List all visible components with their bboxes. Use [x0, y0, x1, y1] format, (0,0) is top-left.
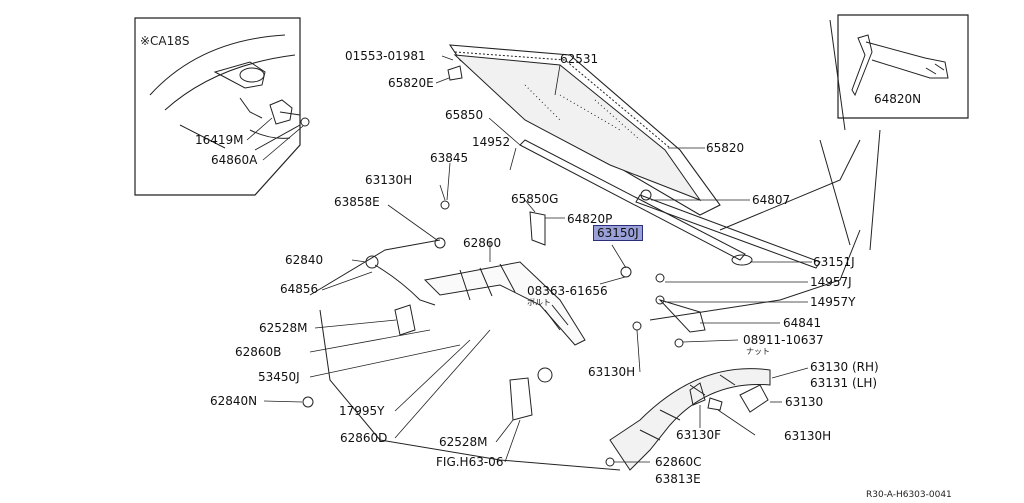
bracket-62528m-lower	[509, 377, 533, 421]
bracket-65820e	[447, 65, 463, 81]
part-label-14957j[interactable]: 14957J	[810, 275, 852, 289]
part-label-63130[interactable]: 63130	[785, 395, 824, 409]
note-bolt: ボルト	[527, 298, 551, 307]
seal-strip-65850	[519, 139, 746, 261]
clip-62860c	[605, 457, 615, 467]
part-label-62528m-upper[interactable]: 62528M	[259, 321, 308, 335]
part-label-08363-61656[interactable]: 08363-61656	[527, 284, 608, 298]
part-label-63130h-low[interactable]: 63130H	[784, 429, 832, 443]
part-label-08911-10637[interactable]: 08911-10637	[743, 333, 824, 347]
inset-ca18s-frame	[134, 17, 301, 196]
inset-clip-64860a	[300, 117, 310, 127]
part-label-63813e[interactable]: 63813E	[655, 472, 701, 486]
note-nut: ナット	[746, 347, 770, 356]
cap-63151j-end	[731, 254, 753, 266]
part-label-63845[interactable]: 63845	[430, 151, 469, 165]
part-label-62860b[interactable]: 62860B	[235, 345, 282, 359]
part-label-62860[interactable]: 62860	[463, 236, 502, 250]
inset-title-ca18s: ※CA18S	[140, 34, 190, 48]
part-label-64820n[interactable]: 64820N	[874, 92, 922, 106]
inset-cap	[239, 67, 265, 83]
bracket-64841	[658, 298, 706, 333]
part-label-64856[interactable]: 64856	[280, 282, 319, 296]
clip-63130h-mid	[632, 321, 642, 331]
clip-63858e	[434, 237, 446, 249]
clip-63130h-low	[707, 397, 723, 411]
inset-bracket-16419m	[269, 99, 301, 125]
nut-08911	[674, 338, 684, 348]
bracket-63130f	[689, 382, 706, 406]
seal-strip-63151j	[635, 194, 821, 269]
body-apron-right	[649, 139, 861, 321]
part-label-63858e[interactable]: 63858E	[334, 195, 380, 209]
clip-53450j	[537, 367, 553, 383]
part-label-65850g[interactable]: 65850G	[511, 192, 559, 206]
part-label-01553-01981[interactable]: 01553-01981	[345, 49, 426, 63]
air-duct-62860	[423, 261, 586, 346]
part-label-63151j[interactable]: 63151J	[813, 255, 855, 269]
splash-shield-63130	[609, 368, 771, 471]
part-label-63130-rh[interactable]: 63130 (RH)	[810, 360, 879, 374]
inset-64820n-frame	[837, 14, 969, 119]
part-label-64820p[interactable]: 64820P	[567, 212, 613, 226]
clip-14957y	[655, 295, 665, 305]
part-label-63150j-highlighted[interactable]: 63150J	[593, 225, 643, 241]
bracket-64820p	[529, 211, 546, 246]
bracket-63130	[739, 384, 769, 413]
part-label-17995y[interactable]: 17995Y	[339, 404, 385, 418]
part-label-14952[interactable]: 14952	[472, 135, 511, 149]
part-label-14957y[interactable]: 14957Y	[810, 295, 856, 309]
part-label-63131-lh[interactable]: 63131 (LH)	[810, 376, 878, 390]
inset-engine-outline	[149, 34, 301, 151]
clip-63130h-top	[440, 200, 450, 210]
hood-insulator-62531	[453, 54, 702, 202]
part-label-62860c[interactable]: 62860C	[655, 455, 702, 469]
part-label-62840n[interactable]: 62840N	[210, 394, 258, 408]
part-label-16419m[interactable]: 16419M	[195, 133, 244, 147]
part-label-65820[interactable]: 65820	[706, 141, 745, 155]
part-label-53450j[interactable]: 53450J	[258, 370, 300, 384]
grommet-62840n	[302, 396, 314, 408]
part-label-62528m-lower[interactable]: 62528M	[439, 435, 488, 449]
part-label-63130f[interactable]: 63130F	[676, 428, 722, 442]
part-label-63130h-top[interactable]: 63130H	[365, 173, 413, 187]
part-label-64841[interactable]: 64841	[783, 316, 822, 330]
bracket-62528m-upper	[394, 304, 416, 336]
clip-14957j	[655, 273, 665, 283]
part-label-fig-h63-06[interactable]: FIG.H63-06	[436, 455, 504, 469]
footer-diagram-code: R30-A-H6303-0041	[866, 490, 952, 500]
body-fender-left	[309, 239, 621, 471]
grommet-64807	[640, 189, 652, 201]
inset-bracket-64820n	[851, 34, 949, 97]
part-label-64860a[interactable]: 64860A	[211, 153, 258, 167]
leader-lines	[246, 55, 812, 463]
bolt-08363	[620, 266, 632, 278]
part-label-62860d[interactable]: 62860D	[340, 431, 388, 445]
part-label-64807[interactable]: 64807	[752, 193, 791, 207]
part-label-62840[interactable]: 62840	[285, 253, 324, 267]
part-label-65850[interactable]: 65850	[445, 108, 484, 122]
part-label-63130h-mid[interactable]: 63130H	[588, 365, 636, 379]
part-label-62531[interactable]: 62531	[560, 52, 599, 66]
part-label-65820e[interactable]: 65820E	[388, 76, 434, 90]
hose-64856	[374, 264, 436, 306]
